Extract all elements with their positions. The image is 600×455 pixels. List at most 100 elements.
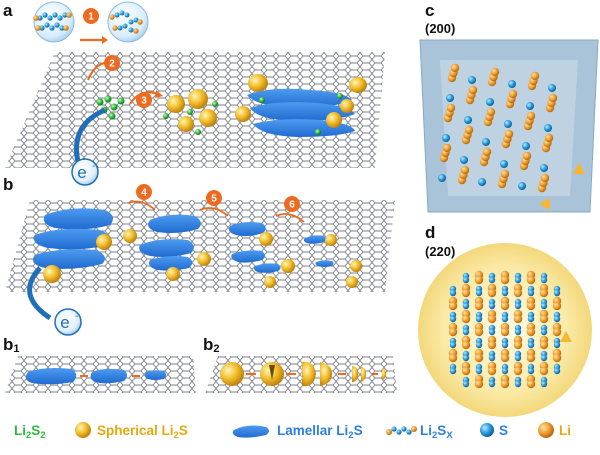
li-atom — [442, 143, 452, 153]
step-1-arrowhead — [102, 36, 108, 44]
s-atom — [446, 94, 454, 102]
s-atom — [514, 302, 522, 310]
panel-label-a: a — [3, 1, 13, 20]
li-atom — [513, 288, 523, 298]
sphere-b2-fragment-1 — [352, 366, 358, 382]
li-atom — [504, 129, 514, 139]
li-atom — [552, 327, 562, 337]
miller-index-d: (220) — [425, 244, 455, 259]
s-atom — [475, 341, 483, 349]
s-atom — [462, 380, 470, 388]
li-atom — [500, 327, 510, 337]
electron-path-b — [27, 266, 52, 321]
li-atom — [513, 366, 523, 376]
legend-li2sx: Li2SX — [386, 423, 453, 441]
legend-s: S — [480, 423, 508, 438]
s-atom — [449, 289, 457, 297]
legend-s-swatch — [480, 423, 494, 437]
li-atom — [500, 169, 510, 179]
step-badge-3: 3 — [136, 92, 152, 108]
s-atom — [540, 164, 548, 172]
s-atom — [548, 84, 556, 92]
svg-text:4: 4 — [141, 188, 147, 199]
li-atom — [500, 379, 510, 389]
s-atom — [540, 328, 548, 336]
s-atom — [486, 98, 494, 106]
li-atom — [450, 63, 460, 73]
s-atom — [488, 276, 496, 284]
step-badge-4: 4 — [136, 184, 152, 200]
s-atom — [514, 276, 522, 284]
li2sx-bubble-left — [33, 1, 75, 43]
lamellar-cluster-b4 — [303, 234, 362, 288]
legend-li-label: Li — [559, 423, 571, 438]
svg-text:e: e — [60, 313, 69, 332]
s-atom — [527, 289, 535, 297]
li-atom — [464, 125, 474, 135]
svg-text:3: 3 — [141, 96, 147, 107]
s-atom — [514, 328, 522, 336]
s-atom — [501, 315, 509, 323]
s-atom — [478, 178, 486, 186]
s-atom — [449, 341, 457, 349]
li-atom — [460, 165, 470, 175]
li-atom — [539, 340, 549, 350]
li-atom — [552, 301, 562, 311]
s-atom — [540, 380, 548, 388]
s-atom — [462, 302, 470, 310]
legend-spherical: Spherical Li2S — [75, 422, 188, 441]
sphere-b2-split-right — [320, 362, 332, 386]
s-atom — [482, 138, 490, 146]
svg-text:-: - — [75, 311, 78, 322]
spherical-li2s-cluster-a — [163, 89, 218, 135]
s-atom — [514, 354, 522, 362]
li-atom — [446, 103, 456, 113]
s-atom — [501, 341, 509, 349]
s-atom — [527, 367, 535, 375]
lamellar-b1-small — [144, 370, 166, 380]
s-atom — [468, 76, 476, 84]
lattice-d — [448, 270, 562, 389]
s-atom — [438, 174, 446, 182]
s-atom — [504, 120, 512, 128]
panel-label-b: b — [3, 175, 13, 194]
panel-c: c (200) — [419, 1, 599, 213]
legend-spherical-label: Spherical Li2S — [97, 423, 188, 441]
s-atom — [553, 315, 561, 323]
li-atom — [461, 340, 471, 350]
li-atom — [474, 275, 484, 285]
li-atom — [540, 173, 550, 183]
s-atom — [488, 328, 496, 336]
li-atom — [508, 89, 518, 99]
s-atom — [449, 315, 457, 323]
li-atom — [482, 147, 492, 157]
s-atom — [460, 156, 468, 164]
step-badge-6: 6 — [284, 196, 300, 212]
li-atom — [526, 379, 536, 389]
legend-li2sx-label: Li2SX — [420, 423, 453, 441]
sphere-b2-full — [220, 362, 244, 386]
s-atom — [449, 367, 457, 375]
svg-text:2: 2 — [109, 59, 115, 70]
li-atom — [539, 288, 549, 298]
sphere-b2-split-left — [302, 361, 316, 387]
li-atom — [487, 366, 497, 376]
panel-label-b2: b2 — [203, 335, 220, 355]
svg-text:6: 6 — [289, 200, 295, 211]
lamellar-cluster-b2 — [123, 214, 211, 281]
legend-li2s2: Li2S2 — [14, 423, 46, 441]
s-atom — [442, 134, 450, 142]
s-atom — [527, 341, 535, 349]
axis-arrows-c — [539, 163, 585, 210]
s-atom — [462, 354, 470, 362]
li-atom — [526, 301, 536, 311]
sphere-b2-fragment-3 — [382, 368, 386, 380]
li-atom — [552, 353, 562, 363]
step-6-arrow — [275, 213, 305, 223]
li-atom — [522, 151, 532, 161]
s-atom — [526, 102, 534, 110]
li-atom — [461, 288, 471, 298]
step-5-arrow — [199, 207, 229, 217]
li-atom — [500, 301, 510, 311]
s-atom — [544, 124, 552, 132]
